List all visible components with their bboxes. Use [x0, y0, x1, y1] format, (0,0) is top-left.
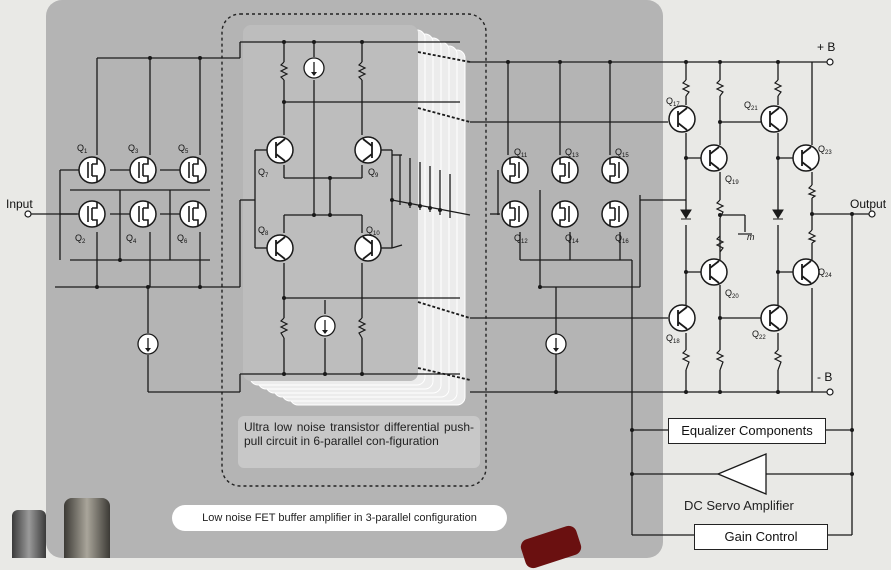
transistor-label-q18: Q18: [666, 333, 680, 345]
transistor-label-q7: Q7: [258, 167, 269, 179]
transistor-label-q24: Q24: [818, 267, 832, 279]
transistor-label-q2: Q2: [75, 233, 86, 245]
gain-control-box: Gain Control: [694, 524, 828, 550]
transistor-label-q12: Q12: [514, 233, 528, 245]
transistor-label-q17: Q17: [666, 96, 680, 108]
diodes: [680, 209, 784, 220]
output-label: Output: [850, 197, 887, 211]
ground-label: m: [747, 232, 755, 242]
transistor-label-q16: Q16: [615, 233, 629, 245]
transistor-labels: Q1Q2Q3Q4Q5Q6Q7Q8Q9Q10Q11Q12Q13Q14Q15Q16Q…: [75, 96, 832, 345]
plus-b-label: + B: [817, 40, 835, 54]
junction-dots: [95, 40, 854, 476]
input-label: Input: [6, 197, 33, 211]
transistor-label-q20: Q20: [725, 288, 739, 300]
transistor-label-q1: Q1: [77, 143, 88, 155]
dc-servo-label: DC Servo Amplifier: [684, 498, 794, 513]
bjt-symbols: [275, 107, 812, 330]
transistor-label-q13: Q13: [565, 147, 579, 159]
resistors: [279, 61, 817, 371]
transistor-label-q9: Q9: [368, 167, 379, 179]
transistor-label-q11: Q11: [514, 147, 528, 159]
dc-servo-triangle: [716, 453, 767, 495]
schematic-svg: Input Output + B - B m Q1Q2Q3Q4Q5Q6Q7Q8Q…: [6, 0, 887, 558]
bjt-transistors: [266, 105, 820, 332]
transistor-label-q15: Q15: [615, 147, 629, 159]
transistor-label-q19: Q19: [725, 174, 739, 186]
fet-buffer-caption: Low noise FET buffer amplifier in 3-para…: [172, 505, 507, 531]
minus-b-label: - B: [817, 370, 832, 384]
transistor-label-q5: Q5: [178, 143, 189, 155]
transistor-label-q4: Q4: [126, 233, 137, 245]
capacitor-photo-1: [12, 510, 46, 558]
transistor-label-q14: Q14: [565, 233, 579, 245]
dashed-outline: [221, 13, 487, 487]
fet-symbols: [87, 158, 620, 226]
transistor-label-q10: Q10: [366, 225, 380, 237]
transistor-label-q23: Q23: [818, 144, 832, 156]
capacitor-photo-2: [64, 498, 110, 558]
transistor-label-q8: Q8: [258, 225, 269, 237]
transistor-label-q6: Q6: [177, 233, 188, 245]
differential-caption: Ultra low noise transistor differential …: [238, 416, 480, 468]
equalizer-components-box: Equalizer Components: [668, 418, 826, 444]
transistor-label-q3: Q3: [128, 143, 139, 155]
terminals: [24, 58, 876, 396]
transistor-label-q22: Q22: [752, 329, 766, 341]
transistor-label-q21: Q21: [744, 100, 758, 112]
